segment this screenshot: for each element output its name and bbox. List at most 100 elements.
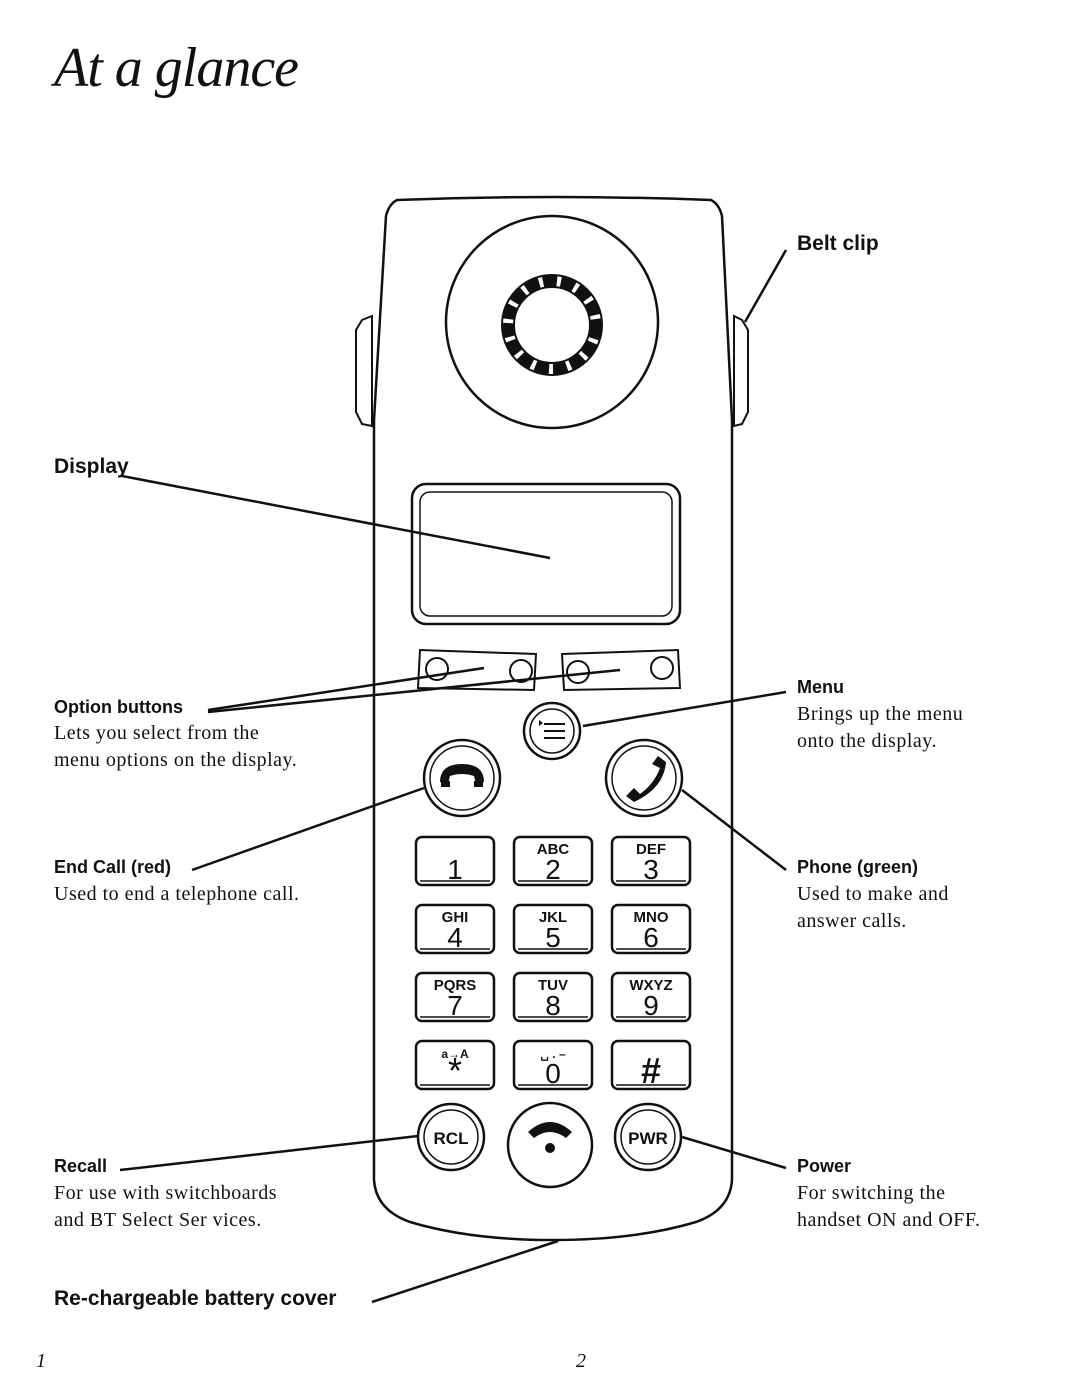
leader-power (681, 1135, 787, 1170)
power-label: Power (797, 1156, 852, 1176)
leader-belt-clip (743, 249, 788, 323)
key-cap (414, 835, 496, 887)
key-digit: 8 (545, 990, 561, 1021)
key-letters: GHI (442, 909, 469, 926)
menu-label: Menu (797, 677, 844, 697)
key-0[interactable]: ␣ . –0 (512, 1039, 594, 1091)
key-cap (512, 1039, 594, 1091)
key-digit: 5 (545, 922, 561, 953)
key-hash[interactable]: # (610, 1039, 692, 1091)
key-cap (610, 971, 692, 1023)
key-letters: ABC (537, 841, 570, 858)
recall-desc: For use with switchboards and BT Select … (54, 1180, 277, 1234)
leader-display (121, 474, 551, 560)
option-buttons-desc-line-2: menu options on the display. (54, 749, 298, 771)
page-number-left: 1 (36, 1350, 46, 1372)
earpiece-grille (502, 275, 602, 375)
key-digit: # (641, 1050, 661, 1091)
handset-up-icon (626, 756, 666, 802)
talk-button[interactable] (506, 1101, 594, 1189)
phone-desc: Used to make and answer calls. (797, 881, 949, 935)
key-letters: DEF (636, 841, 666, 858)
end-call-desc: Used to end a telephone call. (54, 881, 300, 908)
belt-clip-left (355, 314, 373, 428)
leader-option-right (207, 668, 621, 714)
key-cap (610, 1039, 692, 1091)
power-desc: For switching the handset ON and OFF. (797, 1180, 980, 1234)
option-button-right (560, 648, 682, 692)
key-letters: WXYZ (629, 977, 672, 994)
key-letters: PQRS (434, 977, 477, 994)
menu-desc-line-1: Brings up the menu (797, 703, 964, 725)
menu-button[interactable] (522, 701, 582, 761)
end-call-button[interactable] (422, 738, 502, 818)
key-letters: JKL (539, 909, 567, 926)
menu-list-icon (539, 720, 565, 739)
phone-label: Phone (green) (797, 857, 919, 877)
end-call-label: End Call (red) (54, 857, 172, 877)
display-screen-inner (419, 491, 673, 617)
leader-lines (119, 249, 788, 1304)
power-button-label: PWR (628, 1129, 668, 1148)
key-star[interactable]: a→A* (414, 1039, 496, 1091)
leader-phone (681, 789, 787, 871)
key-digit: * (448, 1050, 462, 1091)
key-digit: 3 (643, 854, 659, 885)
key-letters: TUV (538, 977, 568, 994)
key-digit: 9 (643, 990, 659, 1021)
leader-menu (582, 690, 787, 728)
key-1[interactable]: 1 (414, 835, 496, 887)
leader-end-call (191, 786, 425, 872)
page-title: At a glance (54, 37, 299, 99)
menu-desc-line-2: onto the display. (797, 730, 937, 752)
key-cap (414, 1039, 496, 1091)
belt-clip-label: Belt clip (797, 232, 879, 255)
phone-button[interactable] (604, 738, 684, 818)
recall-desc-line-1: For use with switchboards (54, 1182, 278, 1204)
key-cap (512, 903, 594, 955)
key-cap (414, 903, 496, 955)
phone-desc-line-2: answer calls. (797, 910, 907, 932)
power-button[interactable]: PWR (613, 1102, 683, 1172)
end-call-desc-line-1: Used to end a telephone call. (54, 883, 300, 905)
key-letters: a→A (441, 1047, 469, 1061)
power-desc-line-1: For switching the (797, 1182, 946, 1204)
battery-cover-label: Re-chargeable battery cover (54, 1287, 337, 1310)
handset-down-icon (440, 764, 484, 784)
page-number-right: 2 (576, 1350, 586, 1372)
recall-label: Recall (54, 1156, 108, 1176)
key-cap (610, 835, 692, 887)
option-buttons-label: Option buttons (54, 697, 183, 717)
power-desc-line-2: handset ON and OFF. (797, 1209, 981, 1231)
key-letters: ␣ . – (540, 1047, 566, 1061)
key-digit: 7 (447, 990, 463, 1021)
key-digit: 6 (643, 922, 659, 953)
key-digit: 4 (447, 922, 463, 953)
key-cap (414, 971, 496, 1023)
display-label: Display (54, 455, 129, 478)
recall-button-label: RCL (434, 1129, 469, 1148)
key-digit: 0 (545, 1058, 561, 1089)
key-digit: 2 (545, 854, 561, 885)
leader-battery-cover (371, 1239, 559, 1304)
leader-option-left (207, 666, 485, 712)
recall-button[interactable]: RCL (416, 1102, 486, 1172)
leader-recall (119, 1134, 419, 1172)
recall-desc-line-2: and BT Select Ser vices. (54, 1209, 262, 1231)
handset-icon (528, 1122, 572, 1138)
option-buttons-desc: Lets you select from the menu options on… (54, 720, 297, 774)
option-buttons-desc-line-1: Lets you select from the (54, 722, 260, 744)
menu-desc: Brings up the menu onto the display. (797, 701, 963, 755)
key-cap (610, 903, 692, 955)
